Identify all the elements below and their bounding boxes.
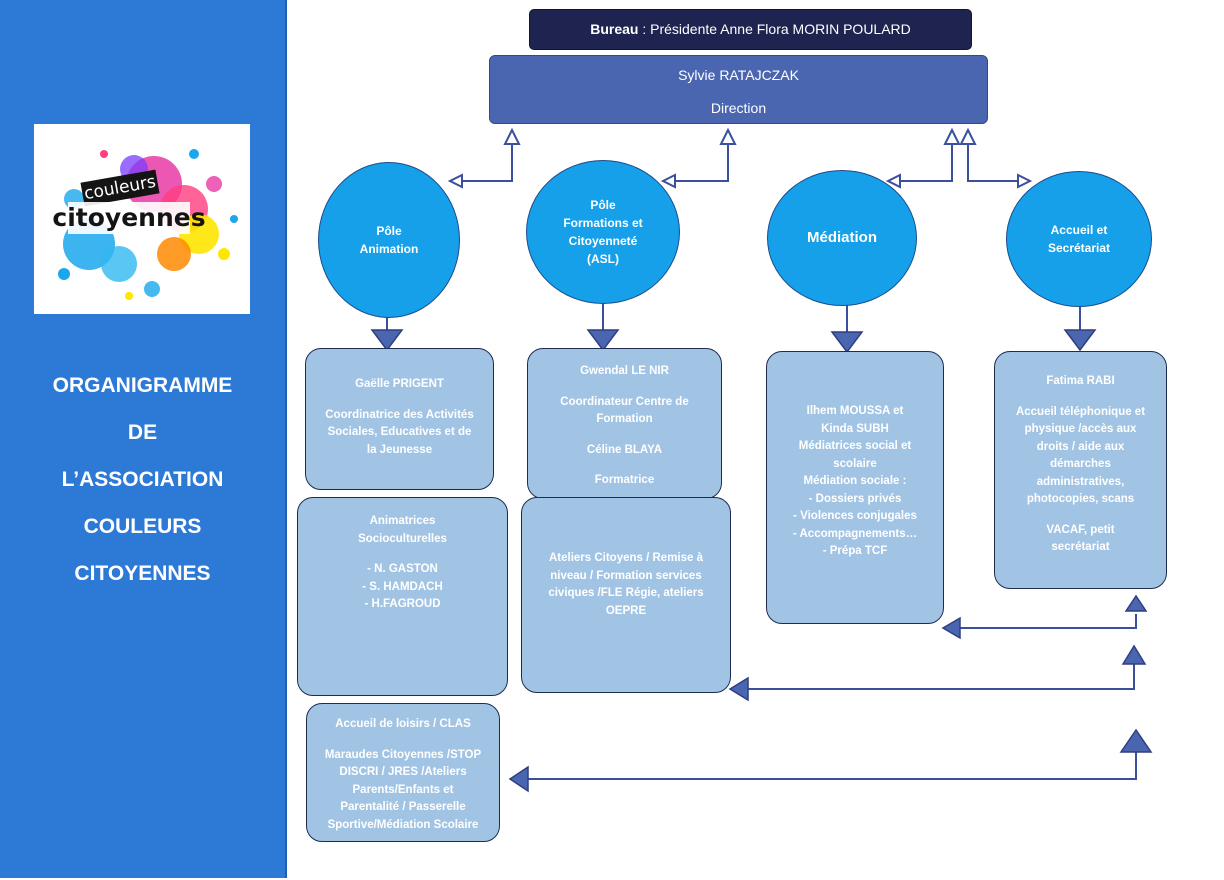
animators-members: - N. GASTON - S. HAMDACH - H.FAGROUD bbox=[362, 563, 443, 610]
activities-text: Ateliers Citoyens / Remise à niveau / Fo… bbox=[548, 552, 704, 617]
logo: couleurs citoyennes bbox=[34, 124, 250, 314]
pole-line: Médiation bbox=[807, 229, 877, 246]
bureau-box: Bureau : Présidente Anne Flora MORIN POU… bbox=[529, 9, 972, 50]
animators-title: Animatrices Socioculturelles bbox=[358, 515, 447, 545]
arrow-up-icon bbox=[503, 127, 521, 145]
activities-text: Maraudes Citoyennes /STOP DISCRI / JRES … bbox=[324, 748, 482, 831]
formations-staff-box: Gwendal LE NIR Coordinateur Centre de Fo… bbox=[527, 348, 722, 499]
direction-role: Direction bbox=[710, 100, 767, 116]
arrow-left-icon bbox=[447, 173, 463, 189]
arrow-up-icon bbox=[959, 127, 977, 145]
pole-animation-circle: Pôle Animation bbox=[318, 162, 460, 318]
accueil-extra: VACAF, petit secrétariat bbox=[1046, 523, 1115, 554]
bureau-label: Bureau bbox=[590, 21, 639, 37]
sidebar-title-line: COULEURS bbox=[83, 515, 202, 538]
arrow-down-icon bbox=[370, 329, 404, 352]
sidebar-title-line: ORGANIGRAMME bbox=[52, 374, 233, 397]
mediation-box: Ilhem MOUSSA et Kinda SUBH Médiatrices s… bbox=[766, 351, 944, 624]
pole-line: (ASL) bbox=[587, 252, 619, 266]
formations-activities-box: Ateliers Citoyens / Remise à niveau / Fo… bbox=[521, 497, 731, 693]
logo-line2: citoyennes bbox=[52, 203, 205, 232]
sidebar-title-line: DE bbox=[127, 421, 158, 444]
pole-accueil-circle: Accueil et Secrétariat bbox=[1006, 171, 1152, 307]
direction-name: Sylvie RATAJCZAK bbox=[678, 67, 799, 83]
animation-activities-box: Accueil de loisirs / CLAS Maraudes Citoy… bbox=[306, 703, 500, 842]
person-role: Formatrice bbox=[594, 474, 655, 486]
pole-mediation-circle: Médiation bbox=[767, 170, 917, 306]
pole-line: Pôle bbox=[590, 198, 616, 212]
arrow-down-icon bbox=[586, 329, 620, 352]
arrow-down-icon bbox=[1063, 329, 1097, 352]
paint-splash-logo-icon: couleurs citoyennes bbox=[52, 149, 238, 300]
person-role: Coordinateur Centre de Formation bbox=[560, 395, 689, 426]
sidebar-title-line: CITOYENNES bbox=[74, 562, 211, 585]
accueil-box: Fatima RABI Accueil téléphonique et phys… bbox=[994, 351, 1167, 589]
arrow-left-icon bbox=[660, 173, 676, 189]
arrow-up-icon bbox=[1124, 594, 1148, 612]
pole-line: Animation bbox=[359, 242, 419, 256]
pole-line: Secrétariat bbox=[1047, 241, 1111, 255]
direction-box: Sylvie RATAJCZAK Direction bbox=[489, 55, 988, 124]
arrow-right-icon bbox=[1017, 173, 1033, 189]
sidebar-title: ORGANIGRAMME DE L’ASSOCIATION COULEURS C… bbox=[0, 362, 285, 597]
sidebar-title-line: L’ASSOCIATION bbox=[61, 468, 224, 491]
person-role: Coordinatrice des Activités Sociales, Ed… bbox=[325, 408, 474, 456]
person-name: Gwendal LE NIR bbox=[580, 365, 669, 377]
bureau-text: Présidente Anne Flora MORIN POULARD bbox=[650, 21, 911, 37]
arrow-left-icon bbox=[885, 173, 901, 189]
animators-box: Animatrices Socioculturelles - N. GASTON… bbox=[297, 497, 508, 696]
arrow-up-icon bbox=[1119, 728, 1153, 753]
pole-line: Accueil et bbox=[1050, 223, 1108, 237]
arrow-up-icon bbox=[943, 127, 961, 145]
sidebar: couleurs citoyennes ORGANIGRAMME DE L’AS… bbox=[0, 0, 287, 878]
arrow-left-icon bbox=[728, 676, 749, 702]
activities-title: Accueil de loisirs / CLAS bbox=[335, 718, 471, 730]
person-name: Gaëlle PRIGENT bbox=[355, 378, 444, 390]
pole-formations-circle: Pôle Formations et Citoyenneté (ASL) bbox=[526, 160, 680, 304]
arrow-left-icon bbox=[941, 616, 961, 640]
person-name: Fatima RABI bbox=[1046, 375, 1115, 387]
bureau-separator: : bbox=[638, 21, 651, 37]
person-role: Accueil téléphonique et physique /accès … bbox=[1015, 405, 1146, 506]
arrow-up-icon bbox=[1121, 644, 1147, 665]
mediation-text: Ilhem MOUSSA et Kinda SUBH Médiatrices s… bbox=[792, 405, 918, 557]
arrow-down-icon bbox=[830, 331, 864, 354]
person-name: Céline BLAYA bbox=[586, 443, 663, 456]
pole-line: Formations et bbox=[563, 216, 643, 230]
arrow-left-icon bbox=[508, 765, 529, 793]
pole-line: Citoyenneté bbox=[568, 234, 638, 248]
animation-coordinator-box: Gaëlle PRIGENT Coordinatrice des Activit… bbox=[305, 348, 494, 490]
arrow-up-icon bbox=[719, 127, 737, 145]
pole-line: Pôle bbox=[376, 224, 402, 238]
